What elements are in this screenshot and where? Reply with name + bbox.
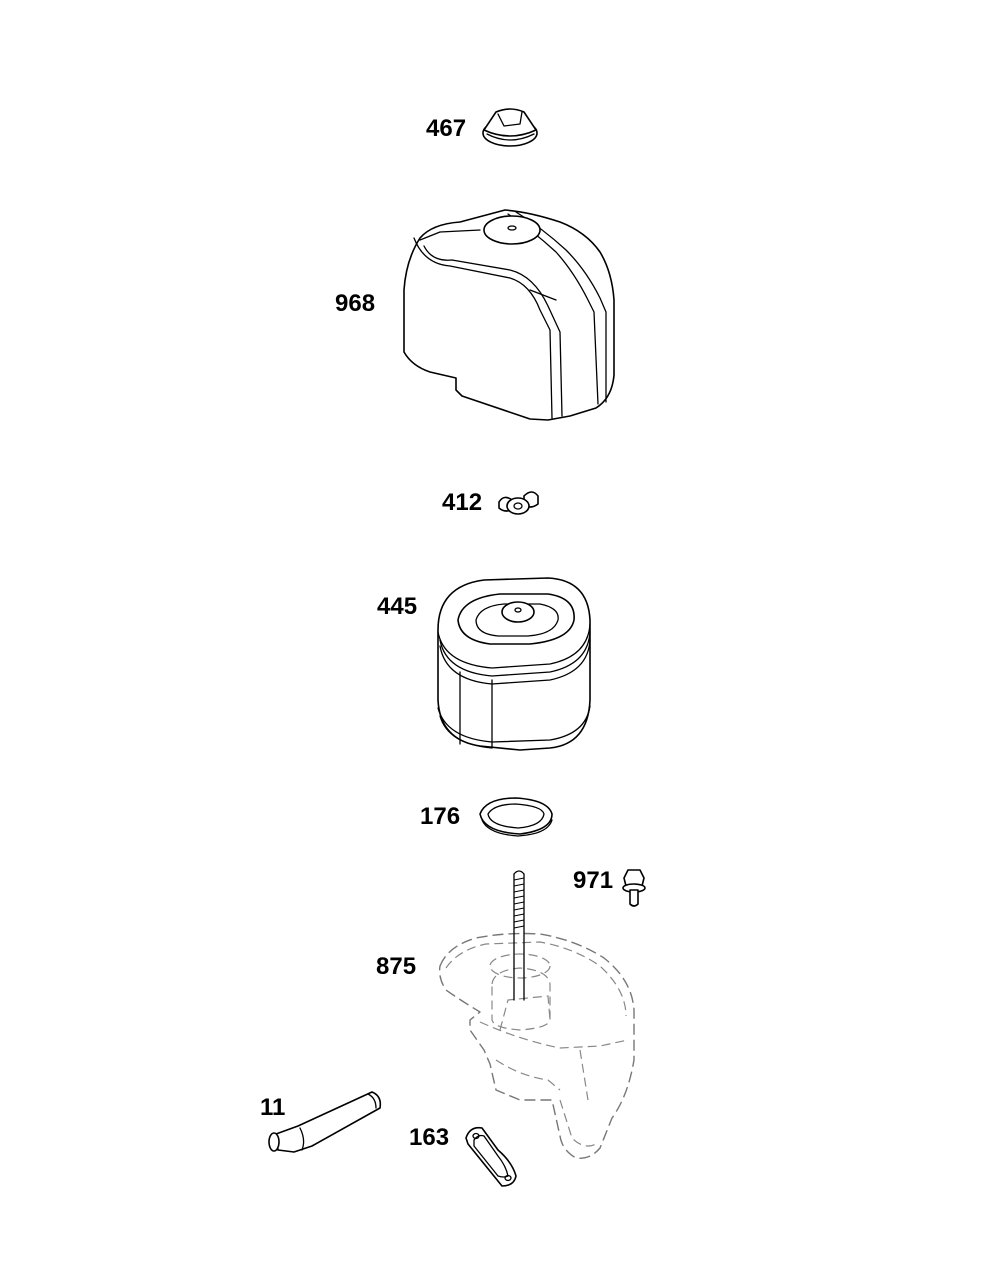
gasket-icon — [465, 1126, 517, 1187]
callout-176: 176 — [420, 803, 461, 830]
seal-ring-icon — [479, 797, 553, 837]
knob-icon — [482, 108, 538, 147]
air-filter-cartridge-icon — [437, 577, 591, 751]
callout-163: 163 — [409, 1124, 450, 1151]
callout-445: 445 — [377, 593, 418, 620]
wing-nut-icon — [498, 491, 539, 515]
callout-11: 11 — [260, 1094, 286, 1121]
callout-968: 968 — [335, 290, 376, 317]
callout-467: 467 — [426, 115, 467, 142]
flange-screw-icon — [622, 869, 646, 907]
callout-875: 875 — [376, 953, 417, 980]
callout-412: 412 — [442, 489, 483, 516]
callout-971: 971 — [573, 867, 614, 894]
breather-tube-icon — [268, 1091, 382, 1153]
air-cleaner-cover-icon — [403, 209, 615, 421]
air-cleaner-base-icon — [438, 870, 635, 1159]
